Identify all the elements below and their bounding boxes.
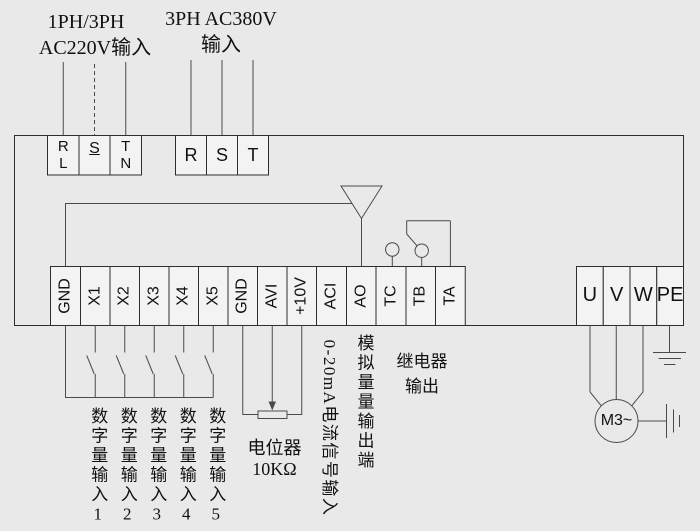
output-terminal-blocks [576, 266, 684, 326]
pe-ground-icon [653, 325, 686, 365]
digital-input-4-caption: 数字量输入4 [176, 407, 196, 526]
terminal-tc: TC [382, 285, 399, 307]
digital-input-2-caption: 数字量输入2 [117, 407, 137, 526]
terminal-s220: S [79, 140, 110, 158]
terminal-v: V [609, 284, 624, 306]
terminal-tn: T N [110, 138, 142, 172]
amplifier-triangle-icon [340, 185, 383, 267]
terminal-x3: X3 [145, 286, 163, 306]
terminal-x2: X2 [115, 286, 133, 306]
relay-caption-line1: 继电器 [396, 352, 448, 371]
potentiometer-caption-line2: 10KΩ [252, 459, 297, 479]
terminal-tn-bottom: N [120, 155, 132, 172]
input-terminal-blocks [47, 135, 269, 176]
terminal-t380: T [247, 144, 259, 165]
potentiometer-icon [242, 325, 303, 419]
terminal-rl-bottom: L [59, 155, 68, 172]
motor-ground-icon [638, 404, 680, 438]
terminal-10v: +10V [292, 277, 310, 315]
digital-input-1-caption: 数字量输入1 [88, 407, 108, 526]
aci-signal-caption: 0-20mA电流信号输入 [320, 339, 339, 516]
motor-wires [589, 325, 644, 407]
terminal-gnd-2: GND [233, 278, 251, 314]
ac380-caption-line2: 输入 [201, 34, 241, 56]
terminal-x5: X5 [204, 286, 222, 306]
digital-input-5-caption: 数字量输入5 [206, 407, 226, 526]
relay-contact-icon [385, 220, 451, 267]
terminal-u: U [582, 284, 598, 306]
digital-input-3-caption: 数字量输入3 [147, 407, 167, 526]
ac380-wires [190, 60, 254, 136]
terminal-w: W [633, 284, 653, 306]
motor-label: M3~ [600, 412, 633, 429]
digital-input-switches [65, 325, 214, 398]
terminal-rl-top: R [57, 138, 69, 155]
ac220-caption-line1: 1PH/3PH [47, 11, 125, 33]
terminal-tn-top: T [121, 138, 131, 155]
terminal-avi: AVI [263, 283, 281, 309]
ao-output-caption: 模拟量量输出端 [354, 334, 374, 471]
terminal-s220-label: S [89, 140, 100, 157]
terminal-rl: R L [48, 138, 80, 172]
terminal-pe: PE [656, 284, 684, 306]
gnd-to-ao-wire [65, 203, 353, 267]
terminal-ta: TA [441, 286, 459, 306]
terminal-ao: AO [352, 284, 370, 308]
ac220-wires [62, 62, 127, 136]
terminal-x4: X4 [174, 286, 192, 306]
terminal-aci: ACI [322, 282, 340, 310]
relay-caption-line2: 输出 [405, 377, 439, 396]
io-terminal-blocks [50, 266, 466, 326]
terminal-tb: TB [411, 285, 429, 307]
ac220-caption-line2: AC220V输入 [38, 37, 152, 59]
terminal-gnd-1: GND [56, 278, 74, 314]
terminal-s380: S [215, 144, 228, 165]
terminal-r380: R [184, 144, 198, 165]
potentiometer-caption-line1: 电位器 [247, 438, 302, 458]
ac380-caption-line1: 3PH AC380V [165, 8, 277, 30]
terminal-x1: X1 [86, 286, 104, 306]
